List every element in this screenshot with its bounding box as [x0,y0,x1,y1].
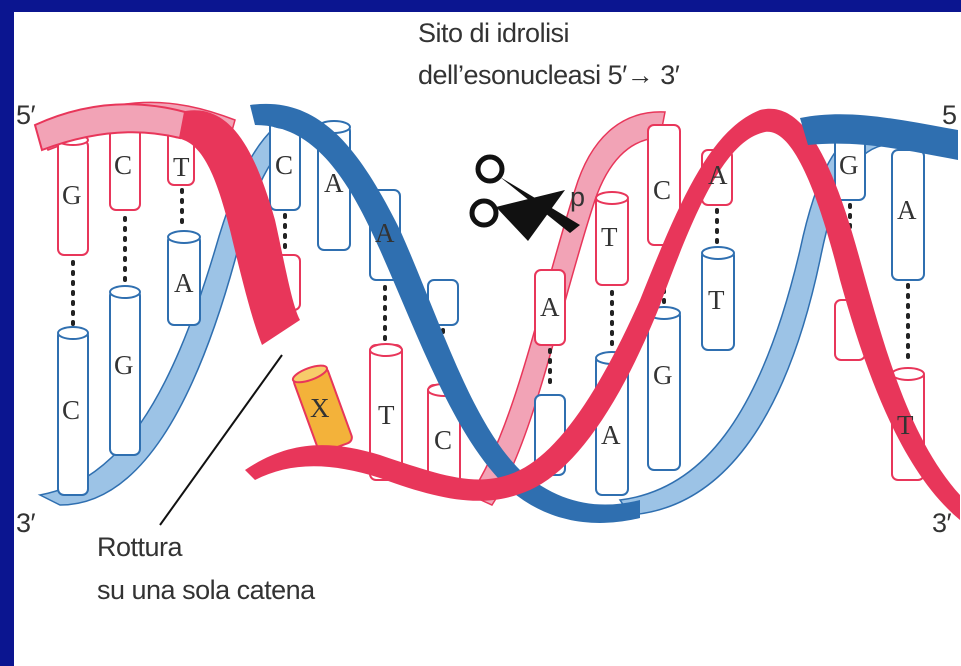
end-3-right: 3′ [932,508,951,539]
end-5-left: 5′ [16,100,35,131]
base-label: T [173,152,189,183]
base-label: C [62,395,80,426]
base-label: T [601,222,617,253]
end-3-left: 3′ [16,508,35,539]
single-strand-break-label-line2: su una sola catena [97,575,315,606]
hydrolysis-site-label-line2: dell’esonucleasi 5′→ 3′ [418,60,679,91]
base-label: A [601,420,620,451]
base-label: G [114,350,133,381]
hydrolysis-site-label-line1: Sito di idrolisi [418,18,569,49]
base-label: C [434,425,452,456]
base-label: C [653,175,671,206]
phosphate-label: p [570,182,585,213]
single-strand-break-label-line1: Rottura [97,532,182,563]
base-label: A [375,218,394,249]
base-label: A [897,195,916,226]
base-label: A [540,292,559,323]
base-label: G [653,360,672,391]
base-label: C [275,150,293,181]
base-label: T [708,285,724,316]
base-label: A [324,168,343,199]
base-label: C [114,150,132,181]
blue-strand-front-right [800,114,958,160]
base-label: A [174,268,193,299]
lesion-label: X [310,393,329,424]
base-label: T [378,400,394,431]
base-label: T [897,410,913,441]
base-label: G [62,180,81,211]
base-label: A [708,160,727,191]
base-label: G [839,150,858,181]
end-5-right: 5 [942,100,957,131]
